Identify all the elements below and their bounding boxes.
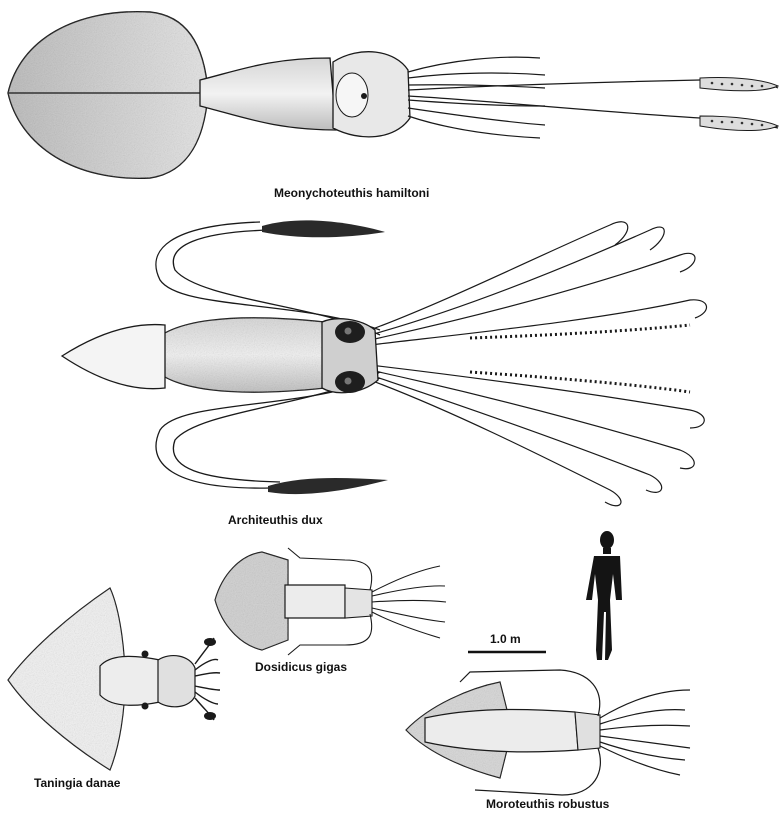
scale-bar-label: 1.0 m xyxy=(490,632,521,646)
dosidicus-illustration xyxy=(215,548,446,655)
architeuthis-illustration xyxy=(62,220,706,505)
architeuthis-fin xyxy=(62,325,165,389)
moroteuthis-mantle xyxy=(425,710,578,752)
label-dosidicus-gigas: Dosidicus gigas xyxy=(255,660,347,674)
dosidicus-mantle xyxy=(285,585,345,618)
meonychoteuthis-mantle xyxy=(200,58,336,130)
meonychoteuthis-illustration xyxy=(8,12,778,179)
label-architeuthis-dux: Architeuthis dux xyxy=(228,513,323,527)
label-taningia-danae: Taningia danae xyxy=(34,776,120,790)
taningia-illustration xyxy=(8,588,220,770)
human-silhouette-icon xyxy=(586,531,622,660)
label-moroteuthis-robustus: Moroteuthis robustus xyxy=(486,797,609,811)
label-meonychoteuthis-hamiltoni: Meonychoteuthis hamiltoni xyxy=(274,186,429,200)
moroteuthis-illustration xyxy=(406,670,690,795)
taningia-mantle xyxy=(100,656,160,705)
